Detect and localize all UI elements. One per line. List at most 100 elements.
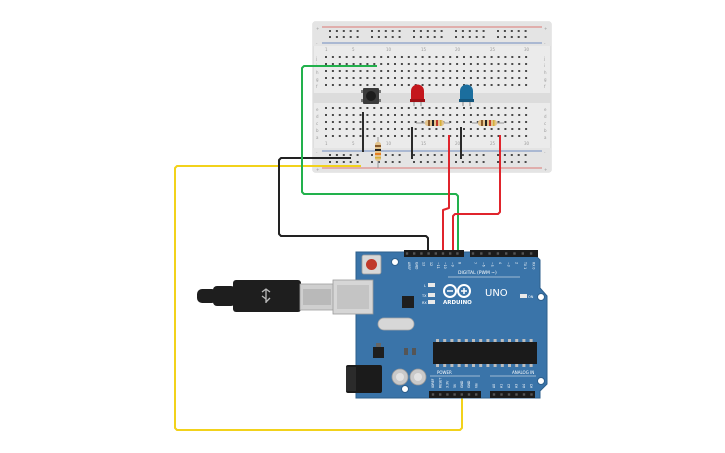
usb-cable[interactable] [197,280,335,312]
svg-text:e: e [316,107,319,112]
rail-hole [384,30,387,32]
breadboard-hole [394,121,396,123]
header-hole [427,252,430,255]
rail-hole [482,30,485,32]
reset-button[interactable] [361,254,382,275]
breadboard-hole [483,135,486,137]
rail-hole [413,30,415,32]
breadboard-hole [518,135,521,137]
chip-pin [515,364,519,367]
svg-text:15: 15 [421,47,427,52]
breadboard-hole [325,114,327,116]
svg-text:d: d [316,114,319,119]
rail-hole [517,36,520,38]
breadboard-hole [366,114,369,116]
breadboard-hole [325,107,327,109]
rail-hole [524,30,527,32]
rail-hole [377,161,380,163]
analog-pin-label: A1 [500,384,504,388]
svg-text:30: 30 [524,141,530,146]
breadboard-hole [366,63,369,65]
breadboard-hole [525,70,528,72]
power-pin-label: Vin [474,383,478,388]
rail-hole [329,161,331,163]
breadboard-hole [456,114,459,116]
header-hole [496,252,500,255]
breadboard-hole [331,128,334,130]
rail-hole [384,36,387,38]
breadboard-hole [518,114,521,116]
digital-header[interactable] [404,250,538,257]
resistor-blue-led[interactable] [472,120,504,126]
red-led[interactable] [410,84,425,106]
header-hole [431,393,435,396]
breadboard-hole [325,70,327,72]
rail-hole [398,161,401,163]
breadboard[interactable]: + - + - - + - + j i h g f e d c b a j i … [312,21,552,173]
header-hole [453,393,456,396]
breadboard-hole [483,107,486,109]
breadboard-hole [442,56,445,58]
rail-hole [461,154,464,156]
breadboard-hole [511,63,514,65]
rail-hole [371,30,373,32]
breadboard-hole [352,63,355,65]
breadboard-hole [400,121,403,123]
breadboard-hole [380,135,383,137]
breadboard-hole [366,107,369,109]
resistor-button[interactable] [375,137,381,168]
chip-pin [464,364,468,367]
wire-5v-yellow [174,165,463,431]
breadboard-hole [511,128,514,130]
svg-text:1: 1 [325,47,328,52]
breadboard-hole [366,84,369,86]
rail-hole [398,154,401,156]
chip-pin [515,339,519,342]
rail-hole [391,36,394,38]
rail-plus-label-bottom: + [316,167,319,172]
column-numbers-top: 1 5 10 15 20 25 30 [325,47,530,52]
digital-pin-label: GND [414,262,418,270]
rail-hole [342,30,345,32]
breadboard-hole [490,70,493,72]
breadboard-hole [490,128,493,130]
breadboard-hole [380,70,383,72]
breadboard-hole [359,114,362,116]
rail-hole [342,36,345,38]
breadboard-hole [525,128,528,130]
breadboard-hole [352,70,355,72]
rail-hole [503,161,506,163]
breadboard-hole [476,63,479,65]
breadboard-hole [456,128,459,130]
rail-hole [455,30,457,32]
chip-pin [500,339,504,342]
breadboard-hole [463,114,465,116]
svg-text:1: 1 [325,141,328,146]
breadboard-hole [463,107,465,109]
wires[interactable] [174,65,501,431]
svg-text:h: h [544,70,547,75]
onboard-leds: L TX RX ON [421,283,534,305]
crystal [377,317,415,331]
pushbutton[interactable] [361,88,381,104]
breadboard-hole [394,84,396,86]
breadboard-hole [407,114,410,116]
rail-hole [517,154,520,156]
breadboard-hole [483,70,486,72]
breadboard-hole [338,63,341,65]
breadboard-hole [394,63,396,65]
breadboard-hole [380,56,383,58]
digital-pin-label: 13 [422,262,426,266]
rail-hole [497,30,499,32]
breadboard-hole [525,107,528,109]
breadboard-hole [414,121,417,123]
blue-led[interactable] [459,84,474,106]
breadboard-hole [359,107,362,109]
breadboard-hole [490,135,493,137]
power-header[interactable] [429,391,535,398]
resistor-red-led[interactable] [416,120,450,126]
chip-pin [457,364,461,367]
svg-text:TX: TX [421,294,427,298]
breadboard-hole [400,128,403,130]
